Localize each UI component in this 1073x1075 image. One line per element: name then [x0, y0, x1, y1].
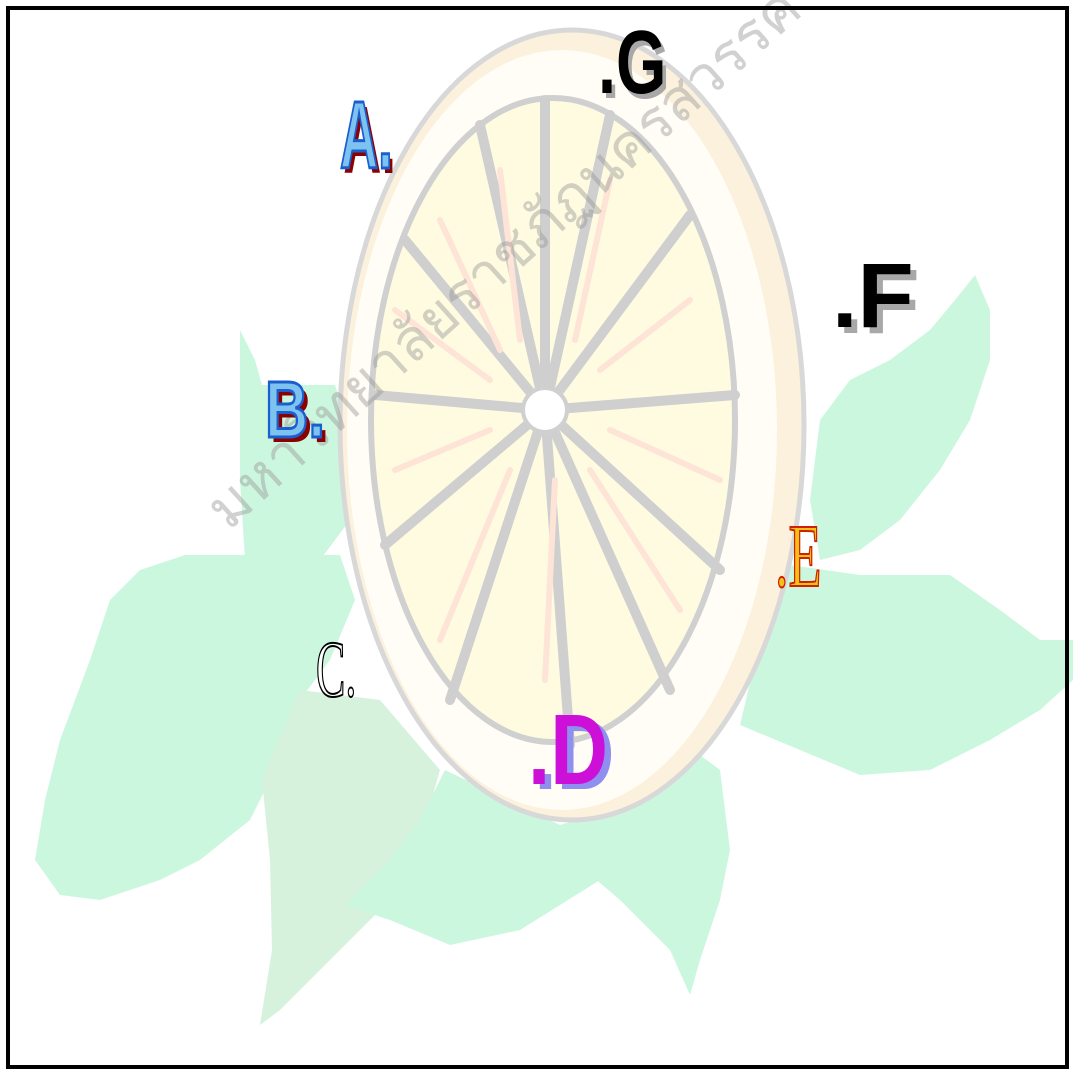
label-e: .E	[775, 512, 821, 602]
label-g: .G	[598, 18, 666, 108]
core	[523, 388, 567, 432]
label-c: C.	[316, 630, 356, 710]
label-d: .D	[528, 700, 608, 800]
label-f: .F	[832, 250, 914, 342]
label-b: B.	[265, 370, 325, 450]
label-a: A.	[340, 88, 393, 184]
